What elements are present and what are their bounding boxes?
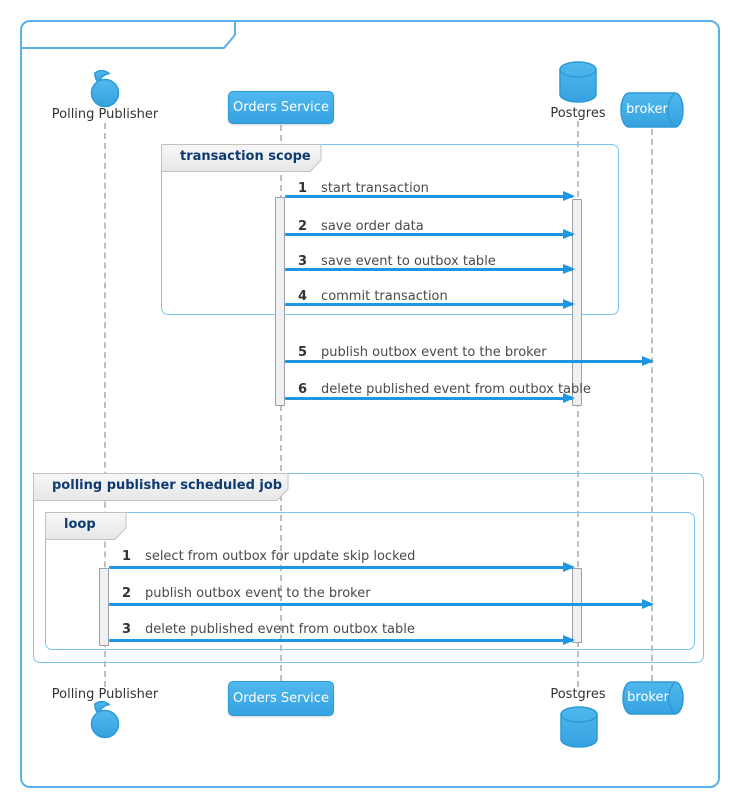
message-label: 2 save order data bbox=[298, 219, 424, 234]
frame-loop-tab bbox=[45, 512, 127, 540]
arrowhead-icon bbox=[563, 264, 575, 274]
message-arrow bbox=[109, 562, 575, 572]
arrowhead-icon bbox=[563, 191, 575, 201]
arrowhead-icon bbox=[563, 229, 575, 239]
queue-icon-bottom bbox=[622, 681, 684, 715]
message-label: 5 publish outbox event to the broker bbox=[298, 345, 547, 360]
activation-orders-service bbox=[275, 197, 285, 406]
message-arrow bbox=[285, 191, 575, 201]
message-number: 4 bbox=[298, 289, 308, 304]
diagram-frame bbox=[20, 20, 720, 788]
message-arrow bbox=[285, 299, 575, 309]
message-label: 1 select from outbox for update skip loc… bbox=[122, 549, 415, 564]
diagram-frame-tab bbox=[21, 20, 236, 49]
frame-transaction-scope bbox=[161, 144, 619, 315]
message-arrow bbox=[285, 356, 654, 366]
frame-transaction-scope-label: transaction scope bbox=[180, 149, 311, 164]
participant-label-orders-service: Orders Service bbox=[233, 100, 329, 115]
message-label: 3 save event to outbox table bbox=[298, 254, 496, 269]
arrowhead-icon bbox=[563, 393, 575, 403]
participant-orders-service-bottom: Orders Service bbox=[228, 681, 334, 716]
participant-orders-service: Orders Service bbox=[228, 91, 334, 124]
message-arrow bbox=[285, 264, 575, 274]
message-arrow bbox=[109, 599, 654, 609]
lifeline-broker bbox=[651, 129, 653, 681]
queue-icon bbox=[620, 92, 684, 128]
arrowhead-icon bbox=[563, 299, 575, 309]
message-text: save event to outbox table bbox=[321, 254, 496, 269]
message-arrow bbox=[285, 393, 575, 403]
frame-scheduled-job-label: polling publisher scheduled job bbox=[52, 478, 283, 493]
message-label: 6 delete published event from outbox tab… bbox=[298, 382, 591, 397]
message-number: 6 bbox=[298, 382, 308, 397]
activation-polling-publisher bbox=[99, 568, 109, 646]
participant-label-orders-service-bottom: Orders Service bbox=[233, 691, 329, 706]
message-number: 5 bbox=[298, 345, 308, 360]
frame-scheduled-job bbox=[33, 473, 704, 663]
frame-loop-label: loop bbox=[64, 517, 96, 532]
message-number: 2 bbox=[298, 219, 308, 234]
control-icon bbox=[90, 70, 120, 108]
message-arrow bbox=[109, 635, 575, 645]
message-number: 1 bbox=[122, 549, 132, 564]
message-label: 3 delete published event from outbox tab… bbox=[122, 622, 415, 637]
participant-label-postgres: Postgres bbox=[550, 106, 606, 121]
frame-transaction-scope-tab bbox=[161, 144, 322, 172]
arrowhead-icon bbox=[642, 356, 654, 366]
message-text: publish outbox event to the broker bbox=[145, 586, 371, 601]
message-number: 1 bbox=[298, 181, 308, 196]
participant-label-broker-bottom: broker bbox=[627, 690, 669, 705]
arrowhead-icon bbox=[563, 562, 575, 572]
message-label: 2 publish outbox event to the broker bbox=[122, 586, 371, 601]
message-text: save order data bbox=[321, 219, 424, 234]
message-text: start transaction bbox=[321, 181, 429, 196]
message-number: 2 bbox=[122, 586, 132, 601]
arrowhead-icon bbox=[563, 635, 575, 645]
message-text: select from outbox for update skip locke… bbox=[145, 549, 416, 564]
message-label: 1 start transaction bbox=[298, 181, 429, 196]
participant-label-broker: broker bbox=[626, 102, 668, 117]
frame-loop bbox=[45, 512, 695, 650]
message-arrow bbox=[285, 229, 575, 239]
message-text: publish outbox event to the broker bbox=[321, 345, 547, 360]
lifeline-polling-publisher bbox=[104, 123, 106, 687]
database-icon bbox=[559, 61, 597, 103]
message-label: 4 commit transaction bbox=[298, 289, 448, 304]
participant-label-postgres-bottom: Postgres bbox=[550, 687, 606, 702]
arrowhead-icon bbox=[642, 599, 654, 609]
participant-label-polling-publisher: Polling Publisher bbox=[51, 107, 159, 122]
message-number: 3 bbox=[122, 622, 132, 637]
message-text: commit transaction bbox=[321, 289, 448, 304]
message-text: delete published event from outbox table bbox=[145, 622, 415, 637]
frame-scheduled-job-tab bbox=[33, 473, 289, 501]
message-text: delete published event from outbox table bbox=[321, 382, 591, 397]
database-icon-bottom bbox=[560, 706, 598, 748]
participant-label-polling-publisher-bottom: Polling Publisher bbox=[51, 687, 159, 702]
control-icon-bottom bbox=[90, 701, 120, 739]
message-number: 3 bbox=[298, 254, 308, 269]
